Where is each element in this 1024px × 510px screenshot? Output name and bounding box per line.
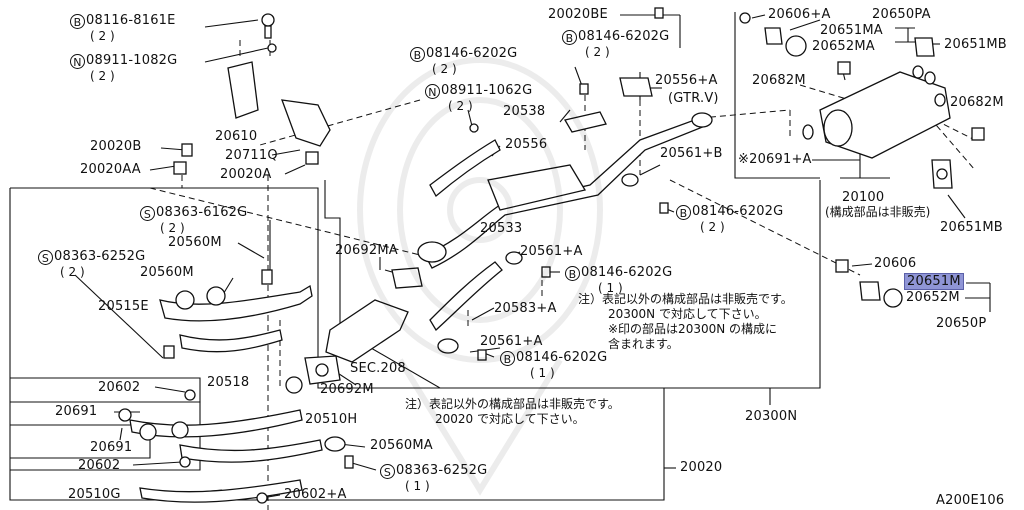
note-20300n: 注）表記以外の構成部品は非販売です。 20300N で対応して下さい。 ※印の部… bbox=[578, 292, 793, 351]
label-20606a[interactable]: 20606+A bbox=[768, 7, 831, 22]
qty-08146e: ( 2 ) bbox=[700, 220, 725, 234]
label-20682m-2[interactable]: 20682M bbox=[950, 95, 1004, 110]
label-sec208[interactable]: SEC.208 bbox=[350, 361, 406, 376]
highlight-box: 20651M bbox=[904, 273, 964, 290]
label-20651ma[interactable]: 20651MA bbox=[820, 23, 883, 38]
label-20602a[interactable]: 20602+A bbox=[284, 487, 347, 502]
label-20515e[interactable]: 20515E bbox=[98, 299, 149, 314]
label-20300n[interactable]: 20300N bbox=[745, 409, 798, 424]
label-20650pa[interactable]: 20650PA bbox=[872, 7, 931, 22]
label-20510g[interactable]: 20510G bbox=[68, 487, 121, 502]
label-20538[interactable]: 20538 bbox=[503, 104, 546, 119]
label-gtrv[interactable]: (GTR.V) bbox=[668, 91, 719, 106]
label-20100-note: (構成部品は非販売) bbox=[825, 205, 931, 219]
label-20510h[interactable]: 20510H bbox=[305, 412, 358, 427]
qty-08911a: ( 2 ) bbox=[90, 69, 115, 83]
label-20652ma[interactable]: 20652MA bbox=[812, 39, 875, 54]
label-20518[interactable]: 20518 bbox=[207, 375, 250, 390]
label-20651m-highlighted[interactable]: 20651M bbox=[904, 273, 964, 290]
label-20610[interactable]: 20610 bbox=[215, 129, 258, 144]
note-20020: 注）表記以外の構成部品は非販売です。 20020 で対応して下さい。 bbox=[405, 397, 620, 426]
label-20020be[interactable]: 20020BE bbox=[548, 7, 608, 22]
label-20560m-1[interactable]: 20560M bbox=[168, 235, 222, 250]
qty-08363b: ( 2 ) bbox=[60, 265, 85, 279]
label-20682m-1[interactable]: 20682M bbox=[752, 73, 806, 88]
label-20650p[interactable]: 20650P bbox=[936, 316, 987, 331]
main-muffler bbox=[819, 71, 951, 159]
resonator-20556 bbox=[487, 164, 587, 211]
label-20556a[interactable]: 20556+A bbox=[655, 73, 718, 88]
qty-08146d: ( 1 ) bbox=[530, 366, 555, 380]
label-20651mb-2[interactable]: 20651MB bbox=[940, 220, 1003, 235]
label-20556[interactable]: 20556 bbox=[505, 137, 548, 152]
label-20020a[interactable]: 20020A bbox=[220, 167, 272, 182]
label-20561a-2[interactable]: 20561+A bbox=[480, 334, 543, 349]
label-20692ma[interactable]: 20692MA bbox=[335, 243, 398, 258]
qty-08116: ( 2 ) bbox=[90, 29, 115, 43]
qty-08146c: ( 1 ) bbox=[598, 281, 623, 295]
label-20606[interactable]: 20606 bbox=[874, 256, 917, 271]
label-20020aa[interactable]: 20020AA bbox=[80, 162, 141, 177]
label-20533[interactable]: 20533 bbox=[480, 221, 523, 236]
hanger-20610 bbox=[227, 61, 259, 119]
qty-08911b: ( 2 ) bbox=[448, 99, 473, 113]
label-20691-1[interactable]: 20691 bbox=[55, 404, 98, 419]
qty-08146b: ( 2 ) bbox=[585, 45, 610, 59]
diagram-code: A200E106 bbox=[936, 493, 1005, 508]
label-20560ma[interactable]: 20560MA bbox=[370, 438, 433, 453]
label-20691-2[interactable]: 20691 bbox=[90, 440, 133, 455]
label-20020[interactable]: 20020 bbox=[680, 460, 723, 475]
label-20602-2[interactable]: 20602 bbox=[78, 458, 121, 473]
frame-20100-box bbox=[734, 12, 820, 179]
front-pipe bbox=[159, 284, 313, 322]
label-20652m[interactable]: 20652M bbox=[906, 290, 960, 305]
label-20692m[interactable]: 20692M bbox=[320, 382, 374, 397]
label-20100[interactable]: 20100 bbox=[842, 190, 885, 205]
label-20602-1[interactable]: 20602 bbox=[98, 380, 141, 395]
qty-08363c: ( 1 ) bbox=[405, 479, 430, 493]
label-20651mb-1[interactable]: 20651MB bbox=[944, 37, 1007, 52]
label-20020b[interactable]: 20020B bbox=[90, 139, 142, 154]
label-20583a[interactable]: 20583+A bbox=[494, 301, 557, 316]
label-20560m-2[interactable]: 20560M bbox=[140, 265, 194, 280]
qty-08363a: ( 2 ) bbox=[160, 221, 185, 235]
catalytic-converter bbox=[325, 299, 409, 363]
label-20561b[interactable]: 20561+B bbox=[660, 146, 723, 161]
label-20711q[interactable]: 20711Q bbox=[225, 148, 278, 163]
watermark-emblem bbox=[357, 57, 603, 496]
qty-08146a: ( 2 ) bbox=[432, 62, 457, 76]
label-20691a[interactable]: ※20691+A bbox=[738, 152, 812, 167]
label-20561a-1[interactable]: 20561+A bbox=[520, 244, 583, 259]
